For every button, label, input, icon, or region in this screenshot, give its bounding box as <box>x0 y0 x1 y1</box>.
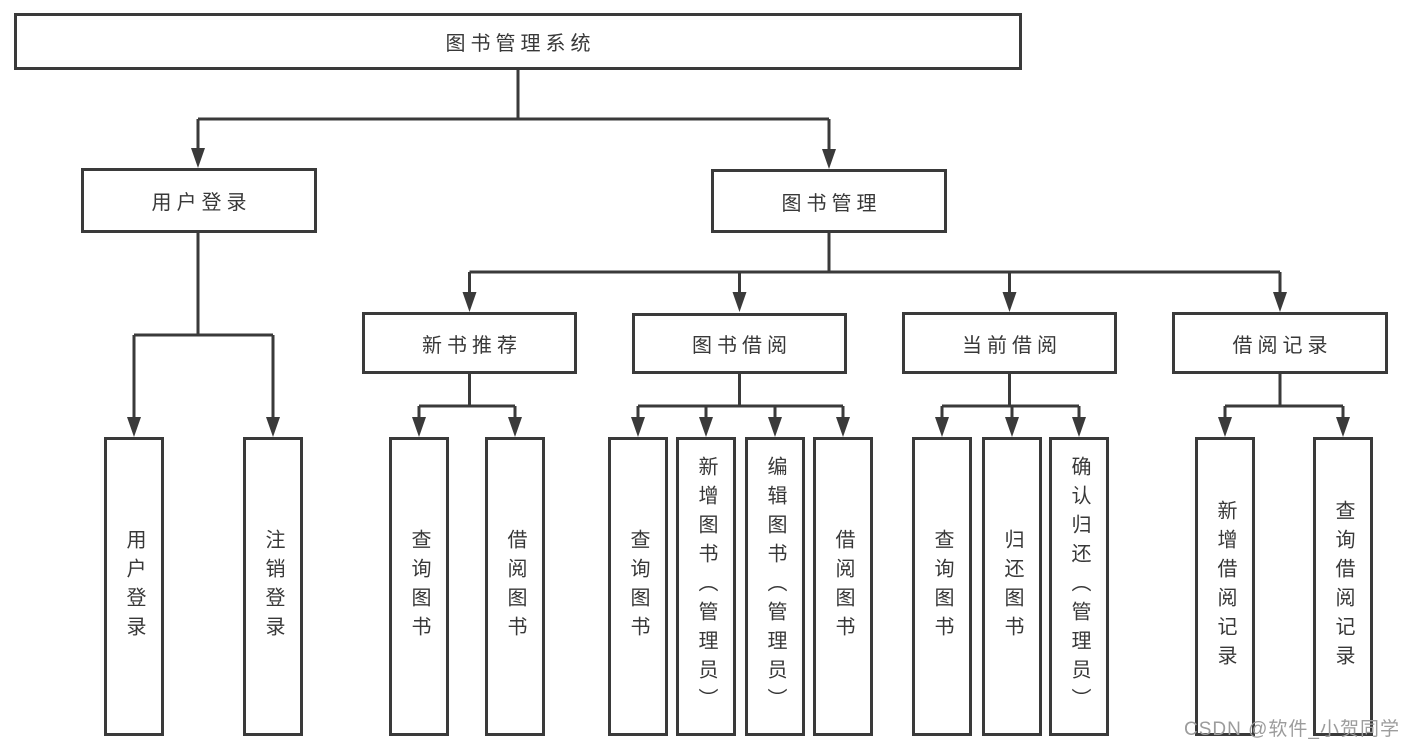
leaf-query-books-borrow-label: 查询图书 <box>627 528 649 645</box>
node-borrowing-records: 借阅记录 <box>1172 312 1388 374</box>
leaf-query-books-current: 查询图书 <box>912 437 972 736</box>
leaf-query-books-recommend: 查询图书 <box>389 437 449 736</box>
leaf-query-books-borrow: 查询图书 <box>608 437 668 736</box>
node-current-borrowing: 当前借阅 <box>902 312 1117 374</box>
leaf-add-borrow-record-label: 新增借阅记录 <box>1214 499 1236 674</box>
leaf-confirm-return-admin: 确认归还（管理员） <box>1049 437 1109 736</box>
leaf-borrow-books-recommend-label: 借阅图书 <box>504 528 526 645</box>
node-new-book-recommendation: 新书推荐 <box>362 312 577 374</box>
leaf-return-books: 归还图书 <box>982 437 1042 736</box>
leaf-add-books-admin: 新增图书（管理员） <box>676 437 736 736</box>
leaf-query-borrow-record-label: 查询借阅记录 <box>1332 499 1354 674</box>
leaf-borrow-books-recommend: 借阅图书 <box>485 437 545 736</box>
leaf-borrow-books: 借阅图书 <box>813 437 873 736</box>
leaf-edit-books-admin: 编辑图书（管理员） <box>745 437 805 736</box>
leaf-borrow-books-label: 借阅图书 <box>832 528 854 645</box>
leaf-return-books-label: 归还图书 <box>1001 528 1023 645</box>
node-book-management: 图书管理 <box>711 169 947 233</box>
leaf-confirm-return-admin-label: 确认归还（管理员） <box>1068 456 1090 717</box>
node-book-borrowing: 图书借阅 <box>632 313 847 374</box>
node-library-management-system: 图书管理系统 <box>14 13 1022 70</box>
csdn-watermark: CSDN @软件_小贺同学 <box>1184 719 1400 740</box>
leaf-query-books-current-label: 查询图书 <box>931 528 953 645</box>
node-user-login: 用户登录 <box>81 168 317 233</box>
leaf-user-login: 用户登录 <box>104 437 164 736</box>
arrowheads <box>127 148 1350 437</box>
leaf-logout: 注销登录 <box>243 437 303 736</box>
leaf-logout-label: 注销登录 <box>262 528 284 645</box>
leaf-add-borrow-record: 新增借阅记录 <box>1195 437 1255 736</box>
leaf-add-books-admin-label: 新增图书（管理员） <box>695 456 717 717</box>
leaf-user-login-label: 用户登录 <box>123 528 145 645</box>
leaf-query-books-recommend-label: 查询图书 <box>408 528 430 645</box>
leaf-query-borrow-record: 查询借阅记录 <box>1313 437 1373 736</box>
leaf-edit-books-admin-label: 编辑图书（管理员） <box>764 456 786 717</box>
